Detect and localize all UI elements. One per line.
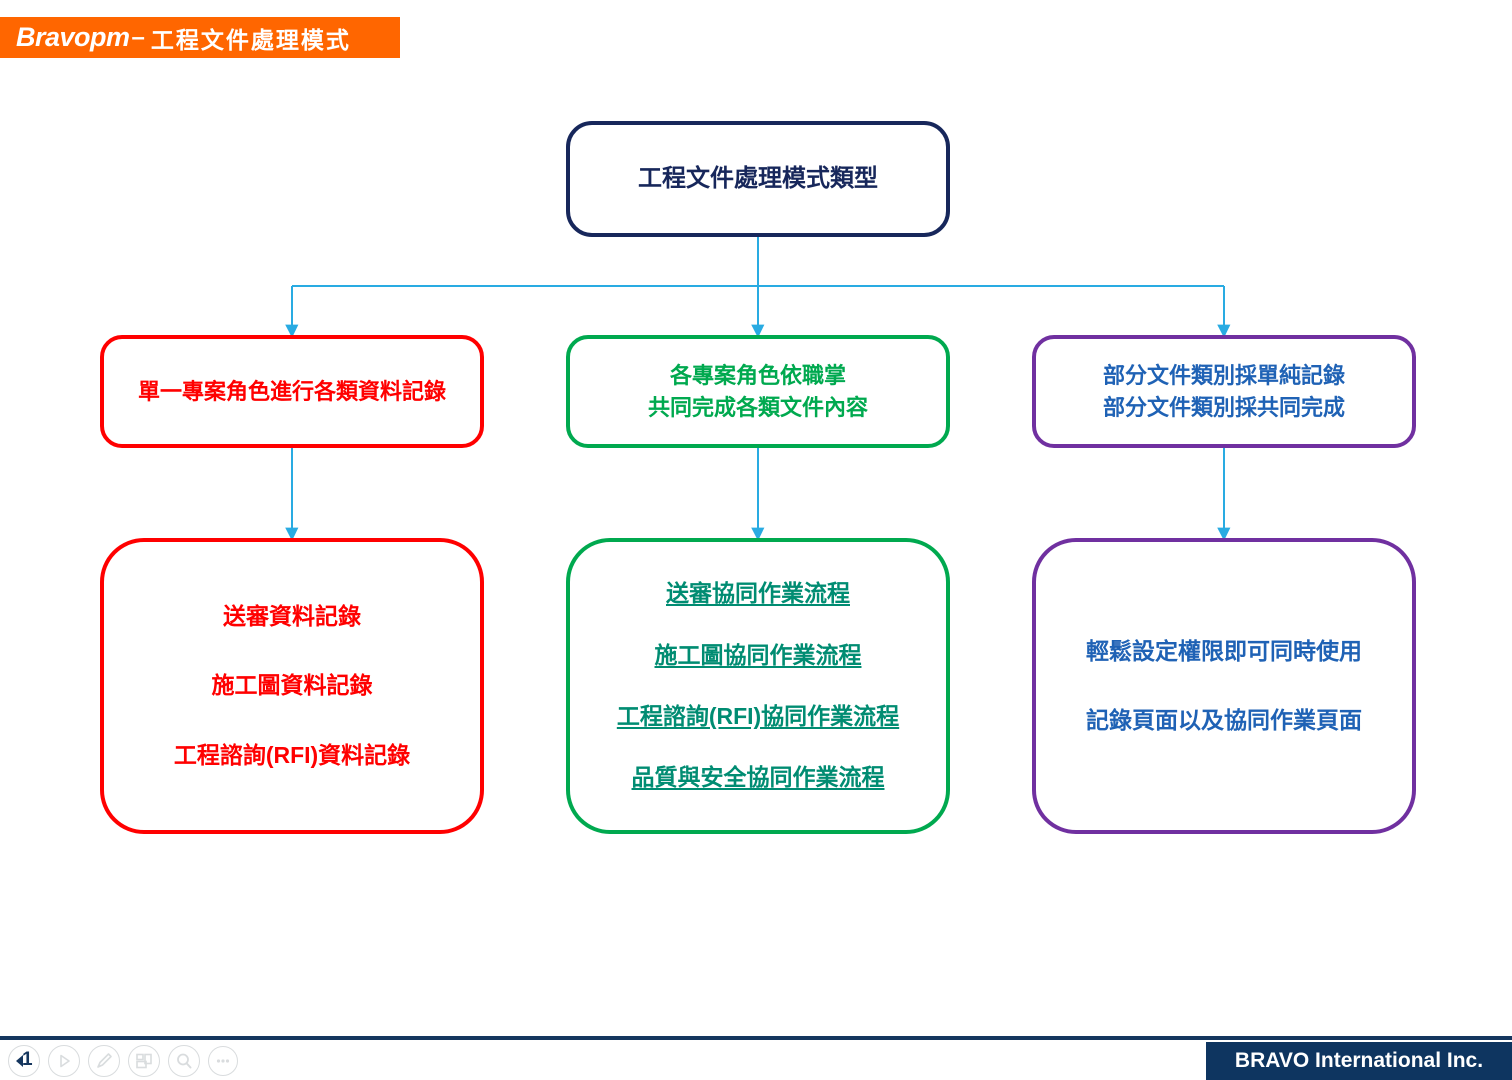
node-line: 單一專案角色進行各類資料記錄 — [137, 378, 446, 404]
slide-overview-button[interactable] — [128, 1045, 160, 1077]
page-number: 1 — [22, 1049, 33, 1070]
grid-icon — [136, 1053, 152, 1069]
node-root[interactable]: 工程文件處理模式類型 — [566, 121, 950, 237]
previous-slide-button[interactable]: 1 — [8, 1045, 40, 1077]
node-mid-collaborative[interactable]: 各專案角色依職掌 共同完成各類文件內容 — [566, 335, 950, 448]
triangle-right-icon — [60, 1054, 70, 1068]
annotate-button[interactable] — [88, 1045, 120, 1077]
list-item: 施工圖資料記錄 — [211, 672, 373, 699]
list-item: 輕鬆設定權限即可同時使用 — [1086, 637, 1362, 664]
node-bottom-mixed[interactable]: 輕鬆設定權限即可同時使用 記錄頁面以及協同作業頁面 — [1032, 538, 1416, 834]
node-mid-mixed-lines: 部分文件類別採單純記錄 部分文件類別採共同完成 — [1103, 360, 1345, 424]
node-root-label: 工程文件處理模式類型 — [638, 164, 878, 192]
page-title: 工程文件處理模式 — [150, 26, 351, 54]
node-line: 部分文件類別採單純記錄 — [1102, 362, 1345, 388]
more-options-button[interactable] — [208, 1046, 238, 1076]
header-dash: – — [131, 23, 145, 51]
list-item: 記錄頁面以及協同作業頁面 — [1086, 707, 1362, 733]
node-bottom-collaborative-lines: 送審協同作業流程 施工圖協同作業流程 工程諮詢(RFI)協同作業流程 品質與安全… — [617, 563, 899, 808]
list-item: 工程諮詢(RFI)資料記錄 — [173, 741, 411, 768]
node-line: 共同完成各類文件內容 — [647, 394, 868, 420]
footer-company-banner: BRAVO International Inc. — [1206, 1042, 1512, 1080]
footer-company-name: BRAVO International Inc. — [1234, 1049, 1484, 1072]
pen-icon — [97, 1053, 112, 1068]
node-bottom-collaborative[interactable]: 送審協同作業流程 施工圖協同作業流程 工程諮詢(RFI)協同作業流程 品質與安全… — [566, 538, 950, 834]
presentation-toolbar: 1 — [8, 1044, 238, 1078]
node-line: 部分文件類別採共同完成 — [1102, 394, 1345, 420]
ellipsis-icon — [216, 1059, 230, 1063]
magnifier-icon — [177, 1053, 192, 1069]
node-mid-single-role[interactable]: 單一專案角色進行各類資料記錄 — [100, 335, 484, 448]
node-line: 各專案角色依職掌 — [669, 362, 846, 388]
node-bottom-single-role-lines: 送審資料記錄 施工圖資料記錄 工程諮詢(RFI)資料記錄 — [174, 582, 410, 790]
triangle-left-icon — [16, 1055, 23, 1067]
next-slide-button[interactable] — [48, 1045, 80, 1077]
link-item-shopdrawing-flow[interactable]: 施工圖協同作業流程 — [654, 641, 862, 668]
zoom-button[interactable] — [168, 1045, 200, 1077]
link-item-rfi-flow[interactable]: 工程諮詢(RFI)協同作業流程 — [616, 703, 900, 729]
link-item-quality-safety-flow[interactable]: 品質與安全協同作業流程 — [631, 764, 885, 791]
node-bottom-mixed-lines: 輕鬆設定權限即可同時使用 記錄頁面以及協同作業頁面 — [1086, 617, 1362, 756]
node-bottom-single-role[interactable]: 送審資料記錄 施工圖資料記錄 工程諮詢(RFI)資料記錄 — [100, 538, 484, 834]
link-item-submittal-flow[interactable]: 送審協同作業流程 — [666, 580, 850, 607]
header-band: Bravopm – 工程文件處理模式 — [0, 17, 400, 58]
node-mid-collaborative-lines: 各專案角色依職掌 共同完成各類文件內容 — [648, 360, 868, 424]
brand-logo-text: Bravopm — [16, 22, 130, 52]
node-mid-single-role-lines: 單一專案角色進行各類資料記錄 — [138, 376, 446, 408]
node-mid-mixed[interactable]: 部分文件類別採單純記錄 部分文件類別採共同完成 — [1032, 335, 1416, 448]
list-item: 送審資料記錄 — [223, 602, 361, 629]
footer-divider — [0, 1036, 1512, 1040]
